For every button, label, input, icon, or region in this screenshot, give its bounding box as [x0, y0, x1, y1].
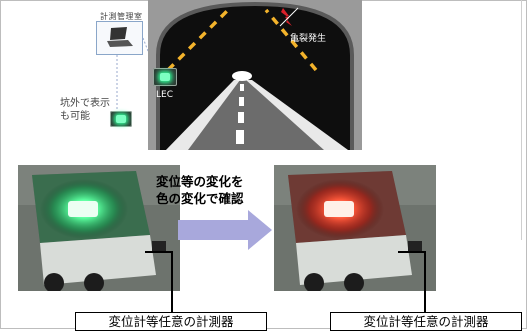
device-label-right: 変位計等任意の計測器 — [330, 312, 522, 331]
lec-label: LEC — [156, 90, 173, 100]
tunnel-monitoring-diagram: 計測管理室 坑外で表示 も可能 — [60, 0, 362, 150]
outside-lec-indicator — [110, 111, 132, 127]
red-device-image — [274, 165, 436, 291]
caption-line-1: 変位等の変化を — [156, 174, 244, 189]
outside-display-label: 坑外で表示 も可能 — [60, 98, 110, 122]
control-room-label: 計測管理室 — [100, 12, 143, 21]
tunnel-illustration — [148, 0, 362, 150]
laptop-icon — [107, 27, 133, 47]
caption-line-2: 色の変化で確認 — [156, 191, 244, 206]
leader-line-left — [145, 251, 173, 253]
green-device-image — [18, 165, 180, 291]
divider-line — [521, 0, 522, 240]
right-arrow-icon — [178, 210, 272, 250]
green-led-device-photo — [18, 165, 180, 291]
control-room-box — [96, 21, 143, 55]
tunnel-lec-indicator — [153, 68, 177, 86]
leader-line-left-vertical — [171, 251, 173, 312]
leader-line-right — [398, 251, 426, 253]
crack-label: 亀裂発生 — [290, 34, 327, 44]
crack-icon — [279, 7, 299, 27]
leader-line-right-vertical — [424, 251, 426, 312]
color-change-caption: 変位等の変化を 色の変化で確認 — [156, 173, 268, 207]
red-led-device-photo — [274, 165, 436, 291]
device-label-left: 変位計等任意の計測器 — [75, 312, 267, 331]
